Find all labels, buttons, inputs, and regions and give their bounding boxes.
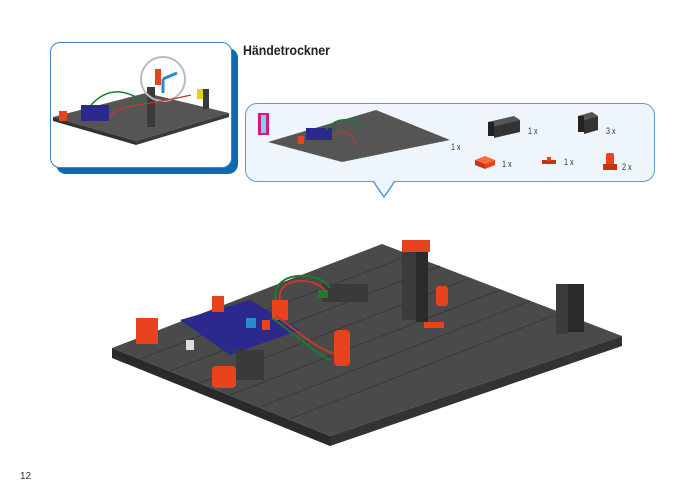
part-qty-baseplate: 1 x xyxy=(451,142,461,152)
baseplate-with-partial-model-icon xyxy=(268,110,450,162)
block-15-icon xyxy=(578,112,598,134)
part-qty-red-square: 1 x xyxy=(502,159,512,169)
red-square-block-icon xyxy=(475,156,495,169)
block-30-icon xyxy=(488,116,520,138)
red-connector-icon xyxy=(542,157,556,164)
parts-callout: 1 x 1 x 3 x 1 x 1 x 2 x xyxy=(245,103,655,182)
part-qty-block-15: 3 x xyxy=(606,126,616,136)
finished-model-preview xyxy=(50,42,232,168)
callout-pointer xyxy=(373,180,395,199)
red-angle-block-icon xyxy=(603,153,617,170)
hand-dryer-model-illustration xyxy=(53,56,229,145)
part-qty-red-angle: 2 x xyxy=(622,162,632,172)
part-qty-block-30: 1 x xyxy=(528,126,538,136)
step-number-glyph xyxy=(261,115,266,133)
page-title: Händetrockner xyxy=(243,42,330,58)
part-qty-red-connector: 1 x xyxy=(564,157,574,167)
page-number: 12 xyxy=(20,471,32,482)
step-number-badge xyxy=(258,113,269,135)
